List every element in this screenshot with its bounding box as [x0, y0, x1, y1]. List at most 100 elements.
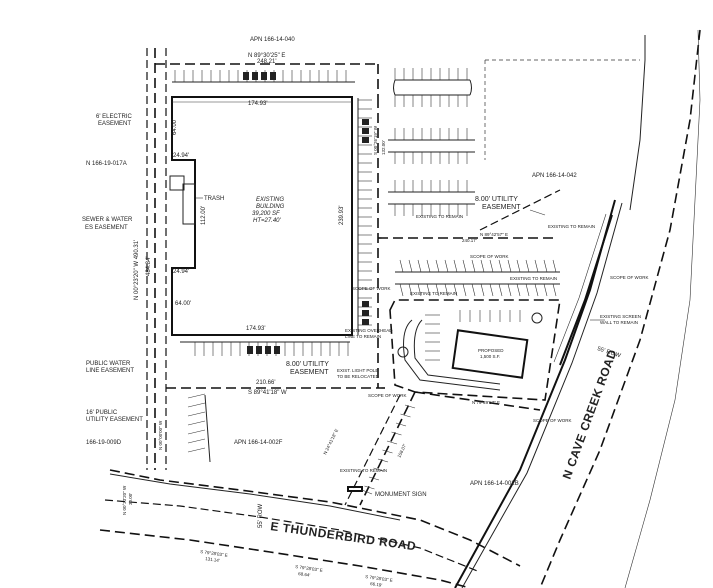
parking-stall-line	[480, 283, 485, 297]
drive-thru-lane	[403, 319, 501, 391]
existing-building-outline	[171, 96, 353, 336]
parking-stall-line	[507, 259, 512, 273]
parking-stall-line	[364, 485, 375, 490]
parking-stall-line	[399, 283, 404, 297]
sewer-easement-2: ES EASEMENT	[85, 225, 128, 231]
screen-wall	[559, 214, 613, 366]
parking-stall-line	[408, 259, 413, 273]
ada-stall-marker	[252, 72, 258, 80]
parking-stall-line	[368, 476, 380, 481]
ada-stall-marker	[362, 119, 369, 125]
loading-dock	[182, 183, 196, 225]
parking-stall-line	[444, 283, 449, 297]
se-property-line	[414, 391, 541, 411]
apn-east-label: APN 166-14-042	[532, 173, 577, 179]
bldg-right-dim: 239.93'	[339, 206, 345, 226]
thunderbird-south-edge	[99, 529, 471, 588]
parking-stall-line	[426, 259, 431, 273]
parking-stall-line	[489, 259, 494, 273]
apn-north-label: APN 166-14-040	[250, 37, 295, 43]
scope-work-1: SCOPE OF WORK	[470, 254, 509, 259]
parking-stall-line	[187, 438, 206, 444]
parking-stall-line	[471, 283, 476, 297]
dist-s3-label: 66.19'	[370, 581, 383, 588]
bearing-east-small: N 79°29'57" E	[472, 400, 500, 405]
water-easement-2: LINE EASEMENT	[86, 368, 134, 374]
parking-stall-line	[373, 467, 384, 472]
parking-stall-line	[408, 283, 413, 297]
scope-work-2: SCOPE OF WORK	[610, 275, 649, 280]
electric-easement-2: EASEMENT	[98, 121, 131, 127]
bldg-bottom-dim: 174.93'	[246, 326, 266, 332]
public-util-1: 16' PUBLIC	[86, 410, 118, 416]
parking-stall-line	[187, 393, 206, 399]
apn-west-1: N 166-19-017A	[86, 161, 127, 167]
ada-stall-marker	[362, 128, 369, 134]
cave-creek-far-edge	[624, 29, 701, 588]
parking-stall-line	[386, 440, 398, 445]
parking-stall-line	[507, 283, 512, 297]
parking-stall-line	[471, 259, 476, 273]
existing-light-1: EXIST. LIGHT POLE	[337, 368, 378, 373]
existing-remain-3: EXISTING TO REMAIN	[510, 276, 557, 281]
parking-stall-line	[204, 394, 211, 463]
parking-stall-line	[462, 259, 467, 273]
scope-work-5: SCOPE OF WORK	[533, 418, 572, 423]
scope-work-3: SCOPE OF WORK	[352, 286, 391, 291]
proposed-label: PROPOSED	[478, 348, 504, 353]
water-easement-1: PUBLIC WATER	[86, 361, 131, 367]
parking-stall-line	[395, 422, 407, 427]
screen-wall-inner	[553, 213, 607, 363]
parking-stall-line	[525, 259, 530, 273]
bldg-left-top-dim: 64.00'	[172, 119, 178, 135]
ada-stall-marker	[274, 346, 280, 354]
existing-remain-1: EXISTING TO REMAIN	[416, 214, 463, 219]
bearing-s2-label: S 79°28'03" E	[295, 564, 323, 573]
existing-overhead-2: LINE TO REMAIN	[345, 334, 381, 339]
parking-stall-line	[187, 420, 206, 426]
parking-stall-line	[516, 283, 521, 297]
trash-label: TRASH	[204, 196, 224, 202]
cave-creek-curb-2	[461, 202, 623, 588]
bearing-s3-label: S 79°28'03" E	[365, 574, 393, 583]
cave-creek-centerline	[539, 29, 701, 588]
notch-height-dim: 112.00'	[201, 206, 207, 225]
dist-diag-label: 158.07'	[396, 443, 407, 458]
parking-stall-line	[489, 283, 494, 297]
utility-easement-bottom-1: 8.00' UTILITY	[286, 361, 329, 368]
parking-stall-line	[444, 259, 449, 273]
notch-width-top: 24.94'	[173, 153, 189, 159]
existing-screen-2: WALL TO REMAIN	[600, 320, 638, 325]
diagonal-property-line	[359, 391, 416, 506]
parking-stall-line	[534, 259, 539, 273]
utility-easement-east-2: EASEMENT	[482, 204, 521, 211]
building-label-4: HT=27.40'	[253, 218, 282, 224]
parking-stall-line	[480, 259, 485, 273]
ada-stall-marker	[265, 346, 271, 354]
bearing-diag-label: N 24°41'18" E	[322, 428, 339, 455]
public-util-2: UTILITY EASEMENT	[86, 417, 143, 423]
bearing-v2-label: S 00°26'19" W	[373, 125, 378, 155]
parking-stall-line	[187, 447, 206, 453]
parking-stall-line	[187, 402, 206, 408]
parking-stall-line	[399, 259, 404, 273]
bearing-west-label: N 00°23'20" W 490.31'	[134, 240, 140, 300]
parking-stall-line	[377, 458, 389, 463]
ada-stall-marker	[247, 346, 253, 354]
bldg-left-bottom-dim: 64.00'	[175, 301, 191, 307]
bearing-vertical-label: N 00°00'00" W	[158, 420, 163, 450]
scope-of-work-boundary	[389, 299, 561, 401]
parking-stall-line	[417, 259, 422, 273]
parking-stall-line	[525, 283, 530, 297]
ne-parking-island-1	[393, 79, 472, 96]
ada-stall-marker	[362, 301, 369, 307]
utility-easement-east-1: 8.00' UTILITY	[475, 196, 518, 203]
monument-sign-label: MONUMENT SIGN	[375, 492, 427, 498]
apn-west-2: 166-19-009D	[86, 440, 122, 446]
parking-stall-line	[552, 283, 557, 297]
notch-width-bottom: 24.94'	[173, 269, 189, 275]
parking-stall-line	[187, 429, 206, 435]
parking-stall-line	[552, 259, 557, 273]
ada-stall-marker	[270, 72, 276, 80]
